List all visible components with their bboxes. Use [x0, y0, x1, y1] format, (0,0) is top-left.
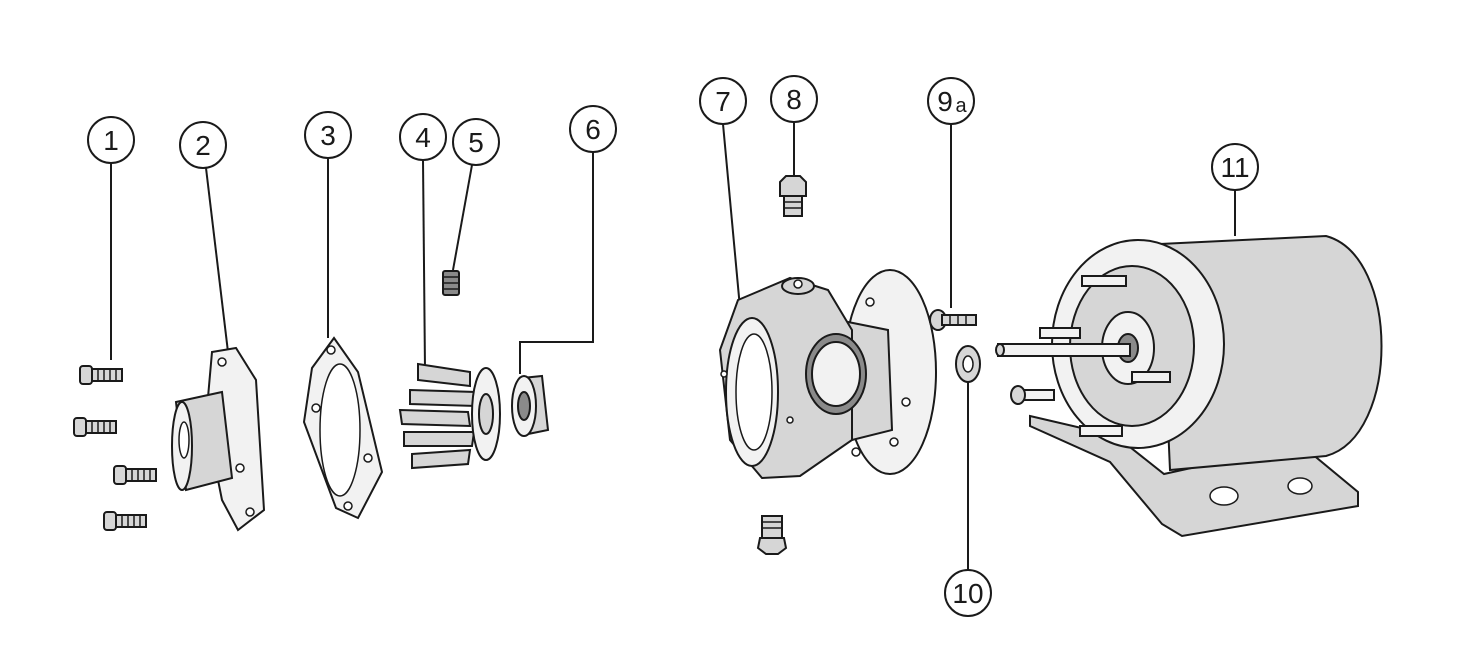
callout-2: 2: [179, 121, 227, 169]
leader-4: [422, 159, 426, 371]
leader-7: [722, 123, 741, 309]
screw-1b: [73, 417, 117, 437]
callout-1: 1: [87, 116, 135, 164]
callouts: 1 2 3 4 5 6 7 8: [87, 75, 1259, 617]
callout-5-label: 5: [468, 127, 484, 158]
leader-6: [519, 152, 594, 374]
callout-9a: 9 a: [927, 77, 975, 125]
part-11-motor: [995, 234, 1383, 538]
leader-5: [452, 164, 473, 271]
callout-11: 11: [1211, 143, 1259, 191]
part-10-washer: [955, 345, 981, 383]
leader-lines: [110, 122, 1236, 570]
callout-8-label: 8: [786, 84, 802, 115]
callout-7: 7: [699, 77, 747, 125]
part-4-impeller: [398, 362, 501, 470]
part-8-plug-bottom: [756, 515, 788, 555]
callout-7-label: 7: [715, 86, 731, 117]
callout-2-label: 2: [195, 130, 211, 161]
part-2-end-cover: [171, 346, 266, 532]
callout-5: 5: [452, 118, 500, 166]
callout-10-label: 10: [952, 578, 983, 609]
callout-11-label: 11: [1220, 152, 1249, 183]
part-7-pump-housing: [718, 269, 937, 480]
callout-10: 10: [944, 569, 992, 617]
callout-6-label: 6: [585, 114, 601, 145]
callout-9a-sub-label: a: [955, 95, 967, 117]
part-9a-screw: [929, 309, 977, 331]
callout-6: 6: [569, 105, 617, 153]
callout-3-label: 3: [320, 120, 336, 151]
callout-8: 8: [770, 75, 818, 123]
part-3-gasket: [302, 336, 384, 520]
part-5-set-screw: [442, 270, 460, 296]
callout-4: 4: [399, 113, 447, 161]
callout-3: 3: [304, 111, 352, 159]
callout-4-label: 4: [415, 122, 431, 153]
callout-9a-main-label: 9: [937, 86, 953, 117]
part-1-screws: [73, 365, 157, 531]
leader-2: [205, 167, 229, 353]
part-8-plug-top: [779, 175, 807, 217]
motor-studs: [1010, 275, 1171, 437]
screw-1a: [79, 365, 123, 385]
callout-1-label: 1: [103, 125, 119, 156]
screw-1c: [113, 465, 157, 485]
screw-1d: [103, 511, 147, 531]
part-6-seal: [511, 374, 550, 437]
